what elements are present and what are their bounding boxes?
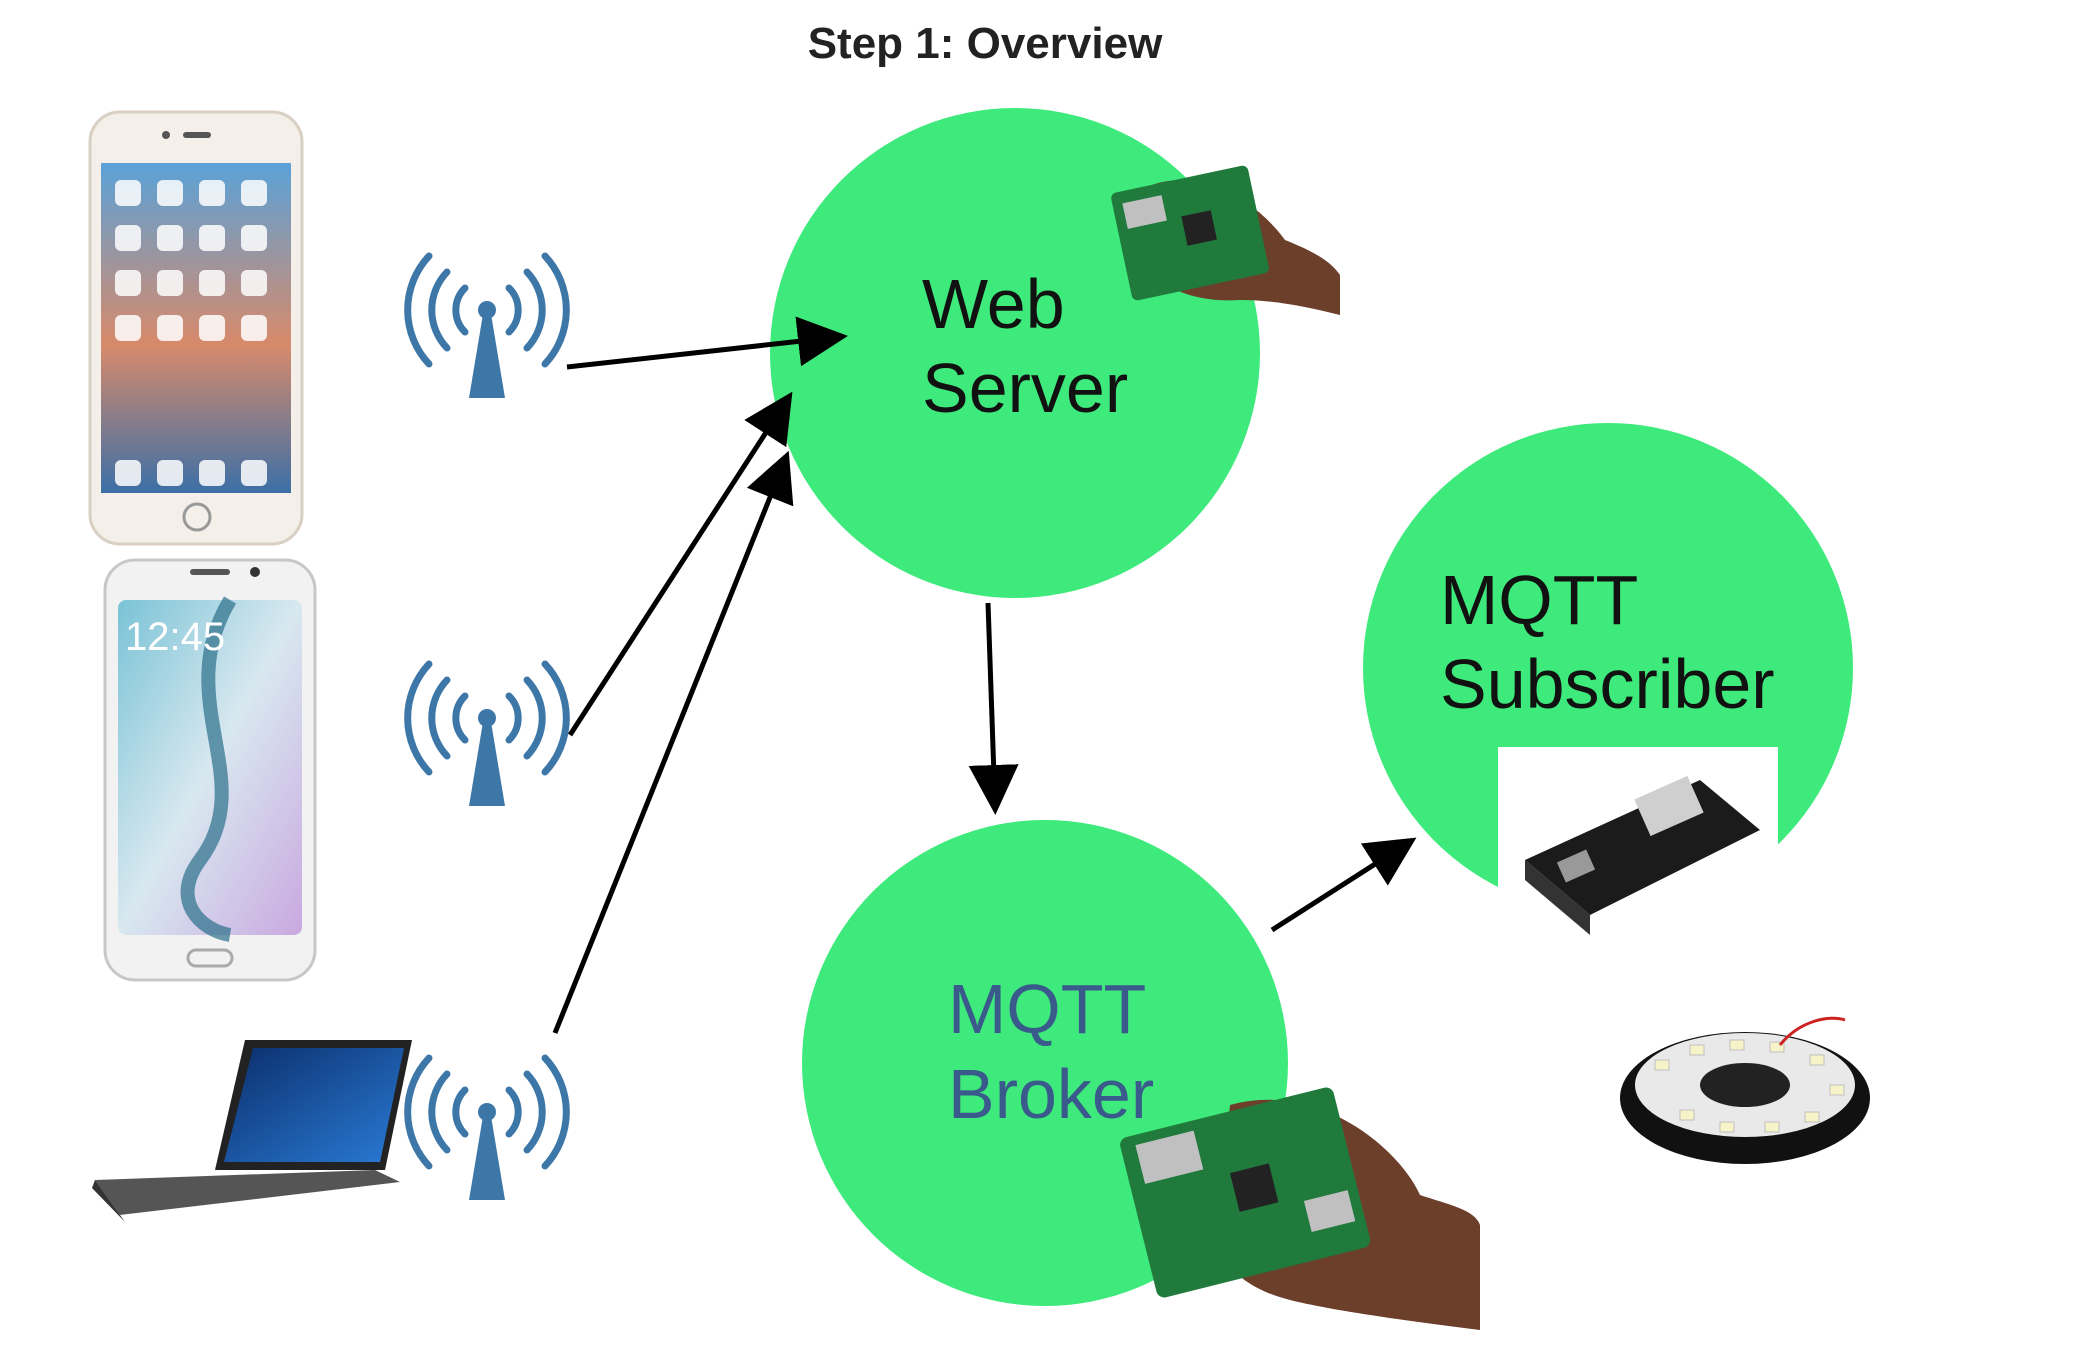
- led-strip-reel-icon: [1620, 1016, 1870, 1164]
- laptop-icon: [92, 1040, 412, 1222]
- wifi-antenna-icon: [404, 1054, 570, 1200]
- page-title: Step 1: Overview: [808, 19, 1163, 68]
- mqtt-subscriber-label-line1: MQTT: [1440, 561, 1638, 639]
- wifi-antenna-icon: [404, 660, 570, 806]
- arrow-antenna1-to-webserver: [566, 316, 848, 370]
- arrow-webserver-to-broker: [968, 602, 1019, 815]
- arrow-antenna2-to-webserver: [567, 391, 793, 737]
- raspberry-pi-in-hand-icon: [1111, 165, 1340, 315]
- wifi-antenna-icon: [404, 252, 570, 398]
- raspberry-pi-in-hand-icon: [1120, 1087, 1480, 1330]
- arrow-antenna3-to-webserver: [552, 450, 794, 1034]
- mqtt-broker-label-line1: MQTT: [948, 970, 1146, 1048]
- android-clock: 12:45: [125, 615, 225, 659]
- mqtt-subscriber-label-line2: Subscriber: [1440, 645, 1775, 723]
- web-server-label-line1: Web: [922, 265, 1065, 343]
- feather-board-icon: [1525, 775, 1760, 935]
- web-server-label-line2: Server: [922, 349, 1128, 427]
- iphone-icon: [88, 110, 304, 546]
- arrow-broker-to-subscriber: [1270, 837, 1417, 933]
- android-phone-icon: 12:45: [103, 558, 317, 982]
- mqtt-broker-label-line2: Broker: [948, 1055, 1154, 1133]
